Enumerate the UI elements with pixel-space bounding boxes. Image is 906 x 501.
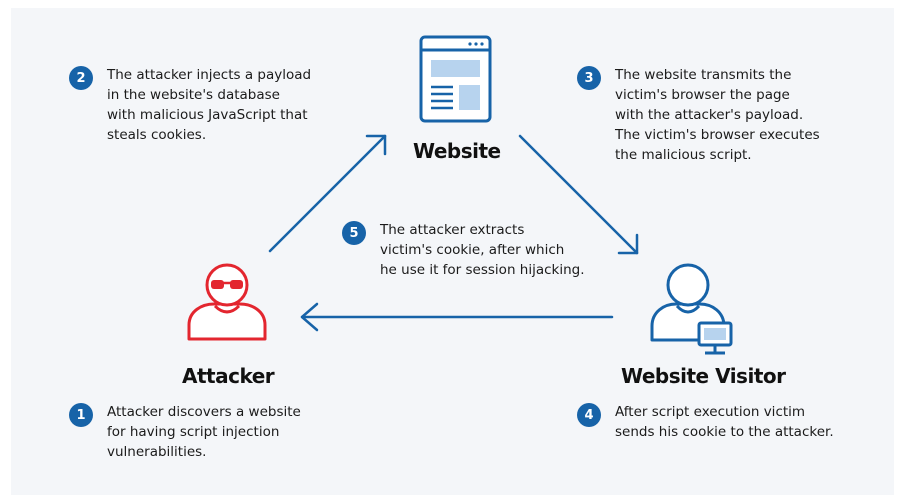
arrow-visitor-to-attacker <box>300 302 614 332</box>
step-1: 1 Attacker discovers a website for havin… <box>69 402 301 462</box>
website-visitor-label: Website Visitor <box>621 364 786 388</box>
browser-window-icon <box>419 35 492 123</box>
arrow-attacker-to-website <box>268 134 387 253</box>
step-3-text: The website transmits the victim's brows… <box>615 67 820 163</box>
step-4-badge: 4 <box>577 403 601 427</box>
step-5-text: The attacker extracts victim's cookie, a… <box>380 222 585 278</box>
step-4-text: After script execution victim sends his … <box>615 404 834 440</box>
user-at-computer-icon <box>650 263 733 355</box>
step-2-badge: 2 <box>69 66 93 90</box>
step-5: 5 The attacker extracts victim's cookie,… <box>342 220 585 280</box>
step-1-text: Attacker discovers a website for having … <box>107 404 301 460</box>
step-1-badge: 1 <box>69 403 93 427</box>
arrow-website-to-visitor <box>518 134 639 255</box>
step-5-badge: 5 <box>342 221 366 245</box>
step-4: 4 After script execution victim sends hi… <box>577 402 834 442</box>
step-2: 2 The attacker injects a payload in the … <box>69 65 311 145</box>
hacker-with-sunglasses-icon <box>187 263 267 341</box>
attacker-label: Attacker <box>182 364 275 388</box>
step-3: 3 The website transmits the victim's bro… <box>577 65 820 165</box>
step-3-badge: 3 <box>577 66 601 90</box>
step-2-text: The attacker injects a payload in the we… <box>107 67 312 143</box>
website-label: Website <box>413 139 501 163</box>
